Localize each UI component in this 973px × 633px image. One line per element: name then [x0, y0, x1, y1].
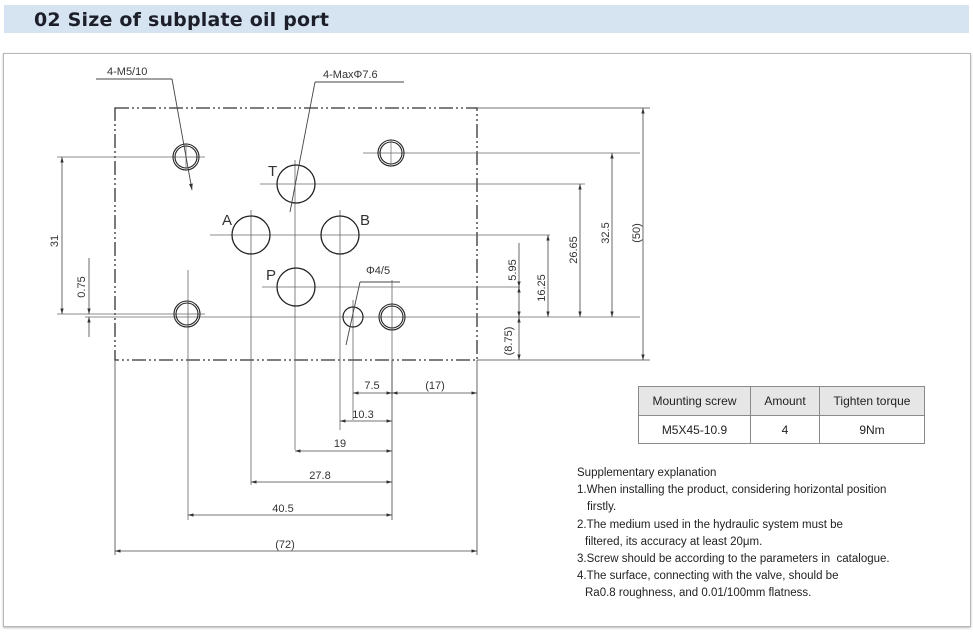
- pin-hole: [342, 306, 364, 328]
- port-p: [276, 267, 316, 307]
- dim-50: (50): [631, 223, 643, 243]
- dim-0-75: 0.75: [76, 276, 88, 297]
- note-line: 3.Screw should be according to the param…: [577, 553, 890, 566]
- table-header-row: Mounting screw Amount Tighten torque: [638, 386, 925, 416]
- dim-17: (17): [425, 380, 445, 392]
- note-line: filtered, its accuracy at least 20μm.: [585, 535, 763, 548]
- col-header-tighten-torque: Tighten torque: [819, 386, 925, 416]
- dim-16-25: 16.25: [536, 274, 548, 302]
- port-t: [276, 164, 316, 204]
- dim-7-5: 7.5: [364, 380, 379, 392]
- port-label-p: P: [266, 267, 276, 284]
- port-b: [320, 215, 360, 255]
- section-title: 02 Size of subplate oil port: [34, 9, 330, 31]
- note-line: 2.The medium used in the hydraulic syste…: [577, 518, 843, 531]
- header-band: 02 Size of subplate oil port: [4, 5, 969, 33]
- mount-hole-top-right: [377, 139, 405, 167]
- cell-mounting-screw: M5X45-10.9: [638, 415, 751, 444]
- callout-port-max-dia: 4-MaxΦ7.6: [323, 69, 378, 81]
- dim-27-8: 27.8: [309, 470, 330, 482]
- left-dimension-lines: [60, 157, 91, 337]
- mount-hole-bottom-left: [173, 300, 201, 328]
- dim-10-3: 10.3: [352, 409, 373, 421]
- callout-leaders: [96, 78, 404, 346]
- cell-amount: 4: [750, 415, 820, 444]
- center-lines: [57, 152, 640, 520]
- col-header-amount: Amount: [750, 386, 820, 416]
- bottom-dimension-lines: [114, 360, 478, 555]
- cell-tighten-torque: 9Nm: [819, 415, 925, 444]
- supplementary-notes: Supplementary explanation 1.When install…: [577, 465, 890, 603]
- drawing-frame: [3, 53, 971, 627]
- mounting-screw-table: Mounting screw Amount Tighten torque M5X…: [638, 386, 925, 444]
- table-row: M5X45-10.9 4 9Nm: [638, 415, 925, 444]
- plate-outline: [114, 107, 478, 361]
- note-line: firstly.: [587, 501, 617, 514]
- right-dimension-lines: [477, 107, 650, 361]
- port-label-b: B: [360, 212, 370, 229]
- port-label-a: A: [222, 212, 232, 229]
- dim-31: 31: [49, 235, 61, 247]
- notes-title: Supplementary explanation: [577, 467, 717, 479]
- note-line: 1.When installing the product, consideri…: [577, 484, 887, 497]
- mount-hole-bottom-right: [378, 303, 406, 331]
- note-line: Ra0.8 roughness, and 0.01/100mm flatness…: [585, 587, 812, 600]
- port-label-t: T: [268, 163, 277, 180]
- callout-pin-hole: Φ4/5: [366, 265, 390, 277]
- dim-72: (72): [275, 539, 295, 551]
- col-header-mounting-screw: Mounting screw: [638, 386, 751, 416]
- note-line: 4.The surface, connecting with the valve…: [577, 570, 839, 583]
- dim-32-5: 32.5: [600, 222, 612, 243]
- dim-26-65: 26.65: [568, 236, 580, 264]
- port-a: [231, 215, 271, 255]
- dim-19: 19: [334, 438, 346, 450]
- dim-5-95: 5.95: [507, 259, 519, 280]
- callout-mount-thread: 4-M5/10: [107, 66, 147, 78]
- dim-8-75: (8.75): [503, 327, 515, 356]
- dim-40-5: 40.5: [272, 503, 293, 515]
